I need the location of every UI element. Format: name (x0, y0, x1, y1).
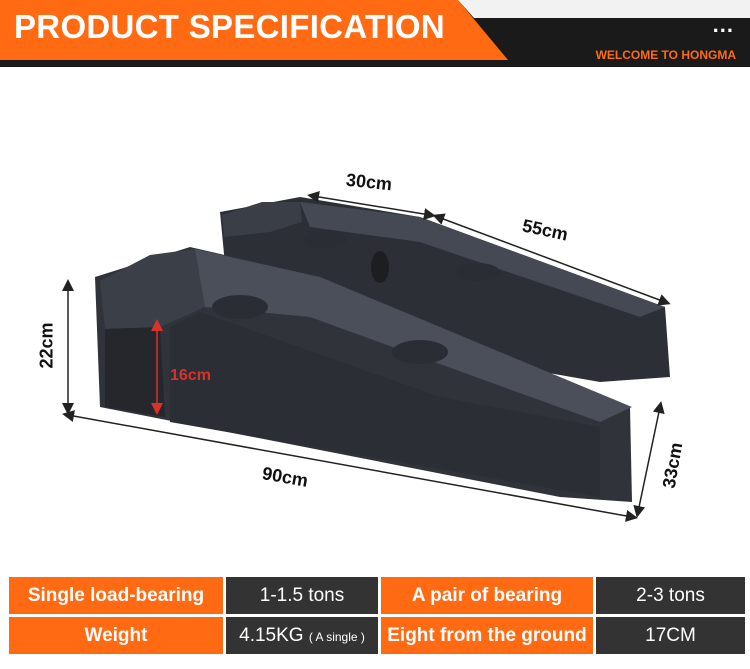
spec-value: 4.15KG ( A single ) (226, 617, 378, 654)
spec-table: Single load-bearing 1-1.5 tons A pair of… (6, 574, 748, 657)
dim-inner-height: 16cm (170, 367, 211, 384)
spec-row: Single load-bearing 1-1.5 tons A pair of… (9, 577, 745, 614)
menu-dots-icon[interactable]: ... (712, 12, 734, 37)
spec-label: Weight (9, 617, 223, 654)
spec-value-note: ( A single ) (308, 629, 365, 644)
product-image: 30cm 55cm 22cm 16cm 90cm 33cm (0, 67, 750, 562)
page-title: PRODUCT SPECIFICATION (14, 8, 446, 45)
spec-value-main: 4.15KG (239, 624, 304, 646)
spec-value: 1-1.5 tons (226, 577, 378, 614)
spec-label: Eight from the ground (381, 617, 593, 654)
spec-label: A pair of bearing (381, 577, 593, 614)
welcome-text: WELCOME TO HONGMA (595, 48, 736, 62)
dim-height: 22cm (36, 322, 57, 369)
header-background (0, 0, 750, 67)
car-ramps-illustration (62, 191, 671, 522)
spec-value: 17CM (596, 617, 745, 654)
spec-label: Single load-bearing (9, 577, 223, 614)
header-banner: PRODUCT SPECIFICATION ... WELCOME TO HON… (0, 0, 750, 67)
spec-value: 2-3 tons (596, 577, 745, 614)
spec-row: Weight 4.15KG ( A single ) Eight from th… (9, 617, 745, 654)
